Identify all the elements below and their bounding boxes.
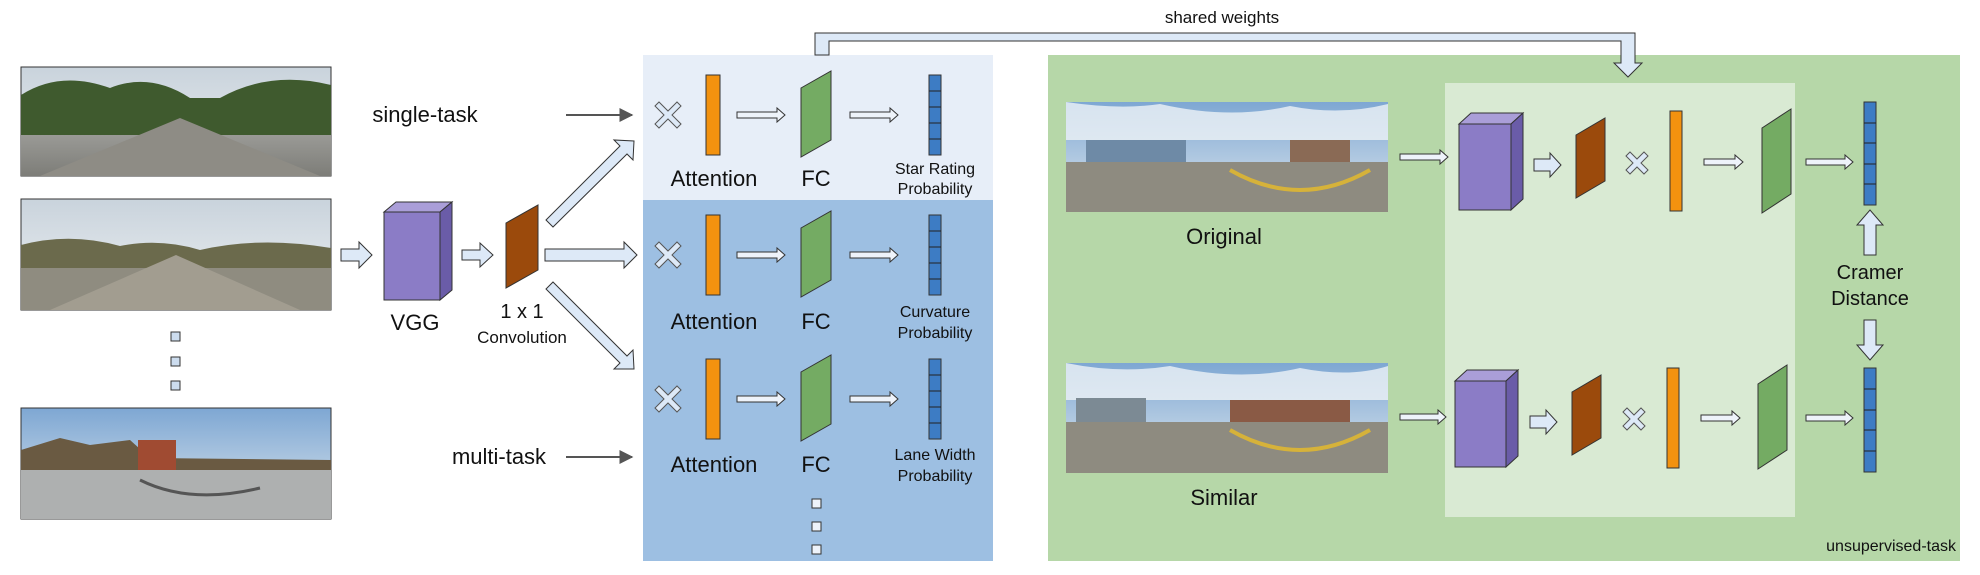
arrow-right-small xyxy=(849,106,899,124)
task-name-line1: Star Rating xyxy=(895,161,975,178)
probability-vector xyxy=(928,214,942,296)
attention-bar xyxy=(705,214,721,296)
task-row-3: Attention FC Lane Width Probability xyxy=(654,354,976,485)
arrow-similar-to-vgg xyxy=(1399,408,1447,426)
arrow-right-small xyxy=(849,246,899,264)
block-arrow-icon xyxy=(1529,408,1558,436)
attention-bar-bottom xyxy=(1666,367,1680,469)
arrow-to-conv xyxy=(461,241,494,269)
vgg-block-top xyxy=(1457,111,1525,212)
branch-arrow-top xyxy=(545,139,635,228)
attention-bar-top xyxy=(1669,110,1683,212)
fc-label: FC xyxy=(801,166,830,191)
unsupervised-task-label: unsupervised-task xyxy=(1826,538,1957,555)
arrow-right-small xyxy=(1805,153,1854,171)
arrow-right-small xyxy=(849,390,899,408)
task-name-line1: Curvature xyxy=(900,304,970,321)
similar-panorama xyxy=(1066,363,1388,473)
arrow-right-small xyxy=(1700,409,1741,427)
branch-arrow-middle xyxy=(544,240,638,270)
attention-bar xyxy=(705,358,721,440)
fc-block-bottom xyxy=(1757,364,1788,470)
task-row-1: Attention FC Star Rating Probability xyxy=(654,70,975,198)
arrow-right-small xyxy=(736,106,786,124)
similar-label: Similar xyxy=(1190,485,1257,510)
block-arrow-icon xyxy=(1533,151,1562,179)
single-task-label: single-task xyxy=(372,102,478,127)
fc-label: FC xyxy=(801,309,830,334)
attention-label: Attention xyxy=(671,309,758,334)
cramer-label-line2: Distance xyxy=(1831,288,1909,310)
multiply-icon xyxy=(1622,407,1646,431)
cramer-arrow-up xyxy=(1855,209,1885,256)
attention-label: Attention xyxy=(671,166,758,191)
fc-label: FC xyxy=(801,452,830,477)
vgg-block xyxy=(382,200,454,302)
fc-block xyxy=(800,210,832,298)
multiply-icon xyxy=(654,241,682,269)
original-panorama xyxy=(1066,102,1388,212)
arrow-right-small xyxy=(736,246,786,264)
vgg-label: VGG xyxy=(391,310,440,335)
task-name-line2: Probability xyxy=(898,181,973,198)
task-name-line2: Probability xyxy=(898,468,973,485)
cramer-label-line1: Cramer xyxy=(1837,262,1904,284)
task-name-line2: Probability xyxy=(898,325,973,342)
arrow-right-small xyxy=(1703,153,1744,171)
input-panorama-2 xyxy=(20,198,332,311)
arrow-to-vgg xyxy=(340,240,373,270)
conv-block-top xyxy=(1575,117,1606,199)
branch-arrow-bottom xyxy=(545,281,635,370)
probability-vector xyxy=(928,74,942,156)
multiply-icon xyxy=(1625,151,1649,175)
tasks-ellipsis-dots-icon xyxy=(811,498,822,555)
attention-bar xyxy=(705,74,721,156)
probability-vector-top xyxy=(1863,101,1877,206)
conv-label-line1: 1 x 1 xyxy=(500,301,543,323)
shared-weights-connector xyxy=(814,32,1644,78)
input-panorama-3 xyxy=(20,407,332,520)
fc-block-top xyxy=(1761,108,1792,214)
attention-label: Attention xyxy=(671,452,758,477)
conv-block-bottom xyxy=(1571,374,1602,456)
conv-label-line2: Convolution xyxy=(477,328,567,347)
cramer-arrow-down xyxy=(1855,319,1885,361)
vgg-block-bottom xyxy=(1453,368,1520,469)
probability-vector xyxy=(928,358,942,440)
fc-block xyxy=(800,354,832,442)
input-panorama-1 xyxy=(20,66,332,177)
task-name-line1: Lane Width xyxy=(895,447,976,464)
arrow-right-small xyxy=(736,390,786,408)
input-ellipsis-dots-icon xyxy=(170,331,181,391)
arrow-original-to-vgg xyxy=(1399,148,1449,166)
original-label: Original xyxy=(1186,224,1262,249)
fc-block xyxy=(800,70,832,158)
multiply-icon xyxy=(654,385,682,413)
multi-task-label: multi-task xyxy=(452,444,547,469)
probability-vector-bottom xyxy=(1863,367,1877,473)
multiply-icon xyxy=(654,101,682,129)
arrow-right-small xyxy=(1805,409,1854,427)
task-row-2: Attention FC Curvature Probability xyxy=(654,210,973,342)
shared-weights-label: shared weights xyxy=(1165,8,1279,27)
conv1x1-block xyxy=(505,204,539,289)
